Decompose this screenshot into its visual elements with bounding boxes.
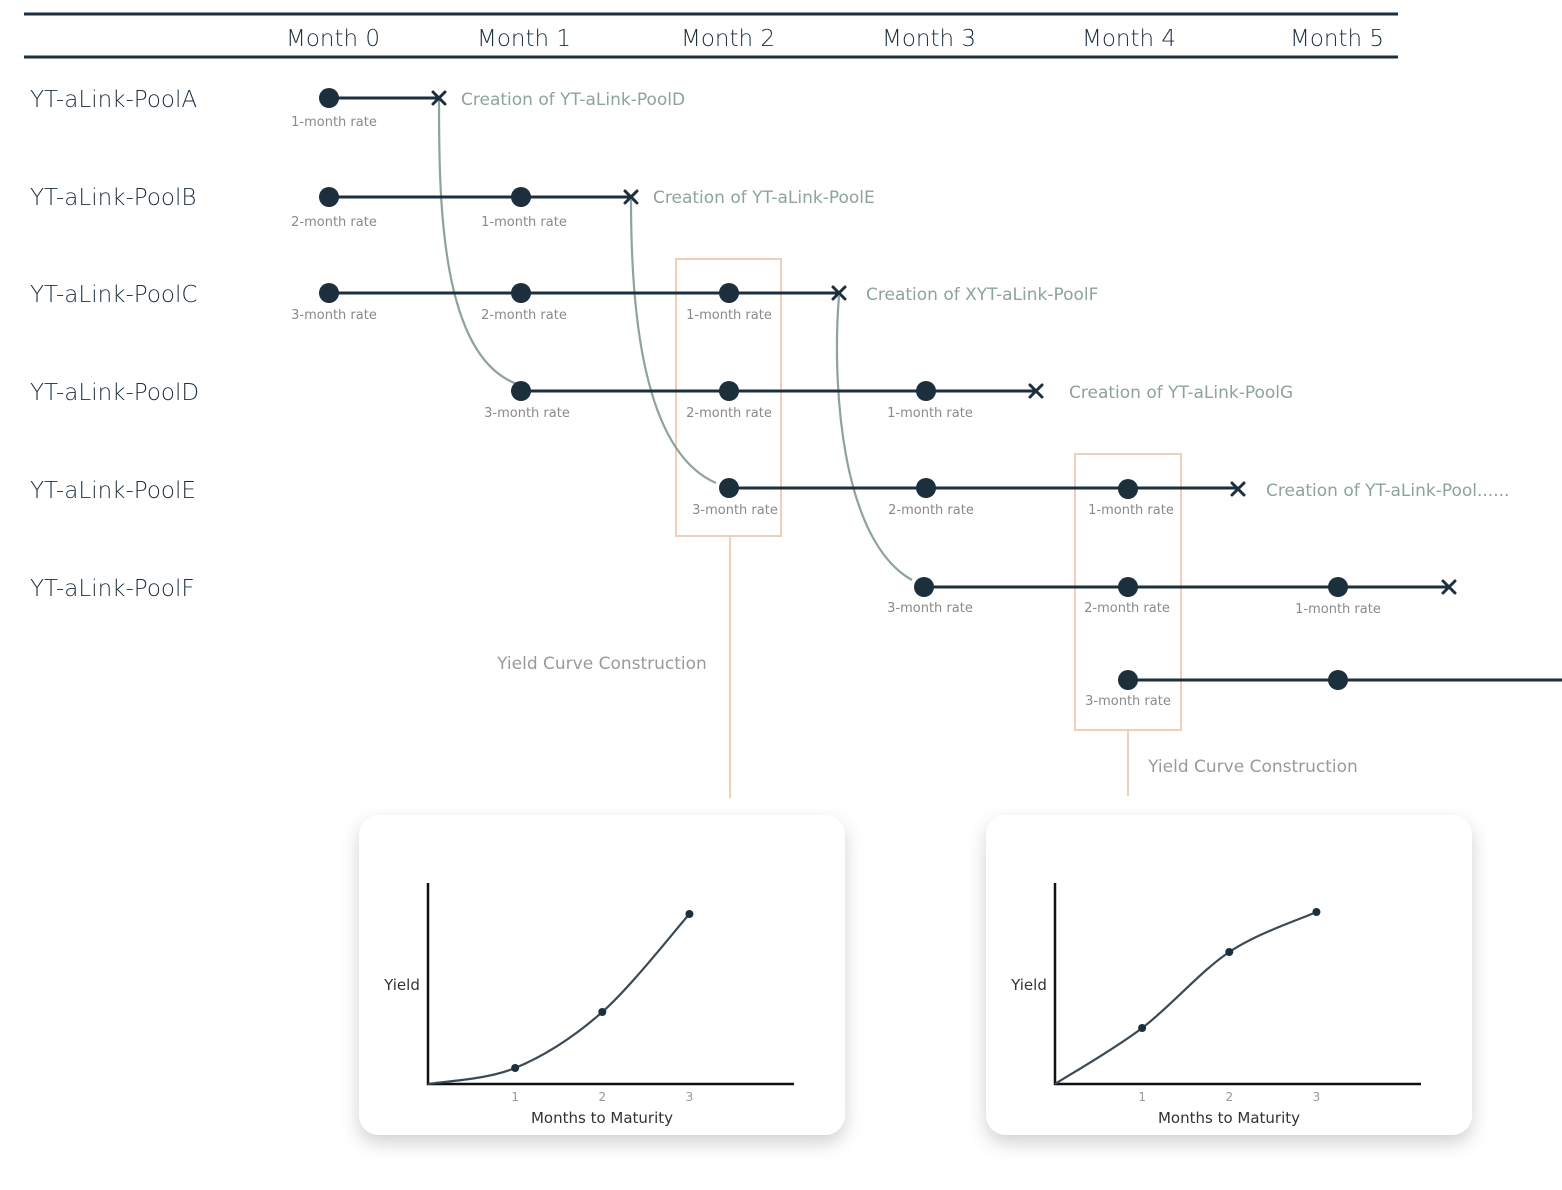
month-header-2: Month 2 (681, 26, 775, 52)
rate-label-d-1: 2-month rate (686, 406, 772, 421)
creation-label-b: Creation of YT-aLink-PoolE (653, 188, 875, 208)
creation-label-a: Creation of YT-aLink-PoolD (461, 90, 685, 110)
rate-label-e-0: 3-month rate (692, 503, 778, 518)
chart-1-y-label: Yield (383, 976, 420, 994)
chart-2-x-tick-1: 1 (1138, 1090, 1146, 1104)
node-b-0 (319, 187, 339, 207)
chart-1-x-tick-2: 2 (598, 1090, 606, 1104)
end-cross-f (1441, 579, 1457, 595)
node-d-0 (511, 381, 531, 401)
node-f-1 (1118, 577, 1138, 597)
chart-2-point-1 (1138, 1024, 1147, 1032)
chart-1-x-label: Months to Maturity (531, 1109, 673, 1127)
rate-label-c-2: 1-month rate (686, 308, 772, 323)
rate-label-e-1: 2-month rate (888, 503, 974, 518)
rate-label-c-1: 2-month rate (481, 308, 567, 323)
end-cross-d (1028, 383, 1044, 399)
rate-label-d-0: 3-month rate (484, 406, 570, 421)
node-b-1 (511, 187, 531, 207)
pool-labels: YT-aLink-PoolA YT-aLink-PoolB YT-aLink-P… (30, 87, 199, 602)
creation-connectors (437, 99, 913, 581)
month-header-5: Month 5 (1290, 26, 1384, 52)
node-g-1 (1328, 670, 1348, 690)
rate-label-e-2: 1-month rate (1088, 503, 1174, 518)
yield-chart-2: 1 2 3 Yield Months to Maturity (1010, 883, 1421, 1127)
chart-2-x-tick-2: 2 (1225, 1090, 1233, 1104)
yield-chart-card-2 (986, 815, 1472, 1135)
node-f-0 (914, 577, 934, 597)
pool-label-c: YT-aLink-PoolC (30, 282, 197, 308)
rate-labels: 1-month rate 2-month rate 1-month rate 3… (291, 115, 1381, 709)
month-header-0: Month 0 (286, 26, 380, 52)
pool-label-a: YT-aLink-PoolA (30, 87, 197, 113)
rate-label-b-0: 2-month rate (291, 215, 377, 230)
month-header-1: Month 1 (477, 26, 571, 52)
creation-label-e: Creation of YT-aLink-Pool...... (1266, 481, 1509, 501)
node-a-0 (319, 88, 339, 108)
month-header-row: Month 0 Month 1 Month 2 Month 3 Month 4 … (286, 26, 1384, 52)
pool-label-e: YT-aLink-PoolE (30, 478, 196, 504)
yield-slice-box-month2 (675, 258, 782, 537)
pool-lines (329, 96, 1562, 682)
node-g-0 (1118, 670, 1138, 690)
node-c-1 (511, 283, 531, 303)
rate-label-g-0: 3-month rate (1085, 694, 1171, 709)
chart-1-point-3 (685, 910, 694, 918)
rate-label-d-2: 1-month rate (887, 406, 973, 421)
node-f-2 (1328, 577, 1348, 597)
node-e-0 (719, 478, 739, 498)
node-c-2 (719, 283, 739, 303)
month-header-3: Month 3 (882, 26, 976, 52)
connector-c-to-f (835, 295, 913, 581)
chart-2-y-label: Yield (1010, 976, 1047, 994)
end-cross-b (623, 189, 639, 205)
chart-2-point-2 (1225, 948, 1234, 956)
pool-label-d: YT-aLink-PoolD (30, 380, 199, 406)
node-c-0 (319, 283, 339, 303)
end-cross-e (1230, 481, 1246, 497)
rate-label-c-0: 3-month rate (291, 308, 377, 323)
pool-label-b: YT-aLink-PoolB (30, 185, 196, 211)
chart-1-x-tick-1: 1 (511, 1090, 519, 1104)
chart-2-curve (1054, 911, 1317, 1085)
node-e-2 (1118, 479, 1138, 499)
pool-label-f: YT-aLink-PoolF (30, 576, 195, 602)
chart-2-x-tick-3: 3 (1313, 1090, 1321, 1104)
rate-label-b-1: 1-month rate (481, 215, 567, 230)
node-d-2 (916, 381, 936, 401)
chart-1-curve (427, 913, 691, 1086)
rate-label-a-0: 1-month rate (291, 115, 377, 130)
rate-label-f-2: 1-month rate (1295, 602, 1381, 617)
pool-nodes (319, 88, 1348, 690)
chart-2-point-3 (1312, 908, 1321, 916)
node-d-1 (719, 381, 739, 401)
yield-chart-card-1 (359, 815, 845, 1135)
connector-b-to-e (629, 199, 717, 485)
creation-labels: Creation of YT-aLink-PoolD Creation of Y… (461, 90, 1509, 501)
chart-1-x-tick-3: 3 (686, 1090, 694, 1104)
month-header-4: Month 4 (1082, 26, 1176, 52)
end-cross-c (831, 285, 847, 301)
rate-label-f-1: 2-month rate (1084, 601, 1170, 616)
creation-label-c: Creation of XYT-aLink-PoolF (866, 285, 1098, 305)
yield-curve-construction-label-1: Yield Curve Construction (496, 654, 707, 674)
yield-curve-construction-label-2: Yield Curve Construction (1147, 757, 1358, 777)
chart-1-point-1 (511, 1064, 520, 1072)
rate-label-f-0: 3-month rate (887, 601, 973, 616)
creation-label-d: Creation of YT-aLink-PoolG (1069, 383, 1293, 403)
chart-2-x-label: Months to Maturity (1158, 1109, 1300, 1127)
yield-chart-1: 1 2 3 Yield Months to Maturity (383, 883, 794, 1127)
node-e-1 (916, 478, 936, 498)
pool-end-markers (431, 90, 1457, 595)
connector-a-to-d (437, 99, 521, 387)
end-cross-a (431, 90, 447, 106)
chart-1-point-2 (598, 1008, 607, 1016)
